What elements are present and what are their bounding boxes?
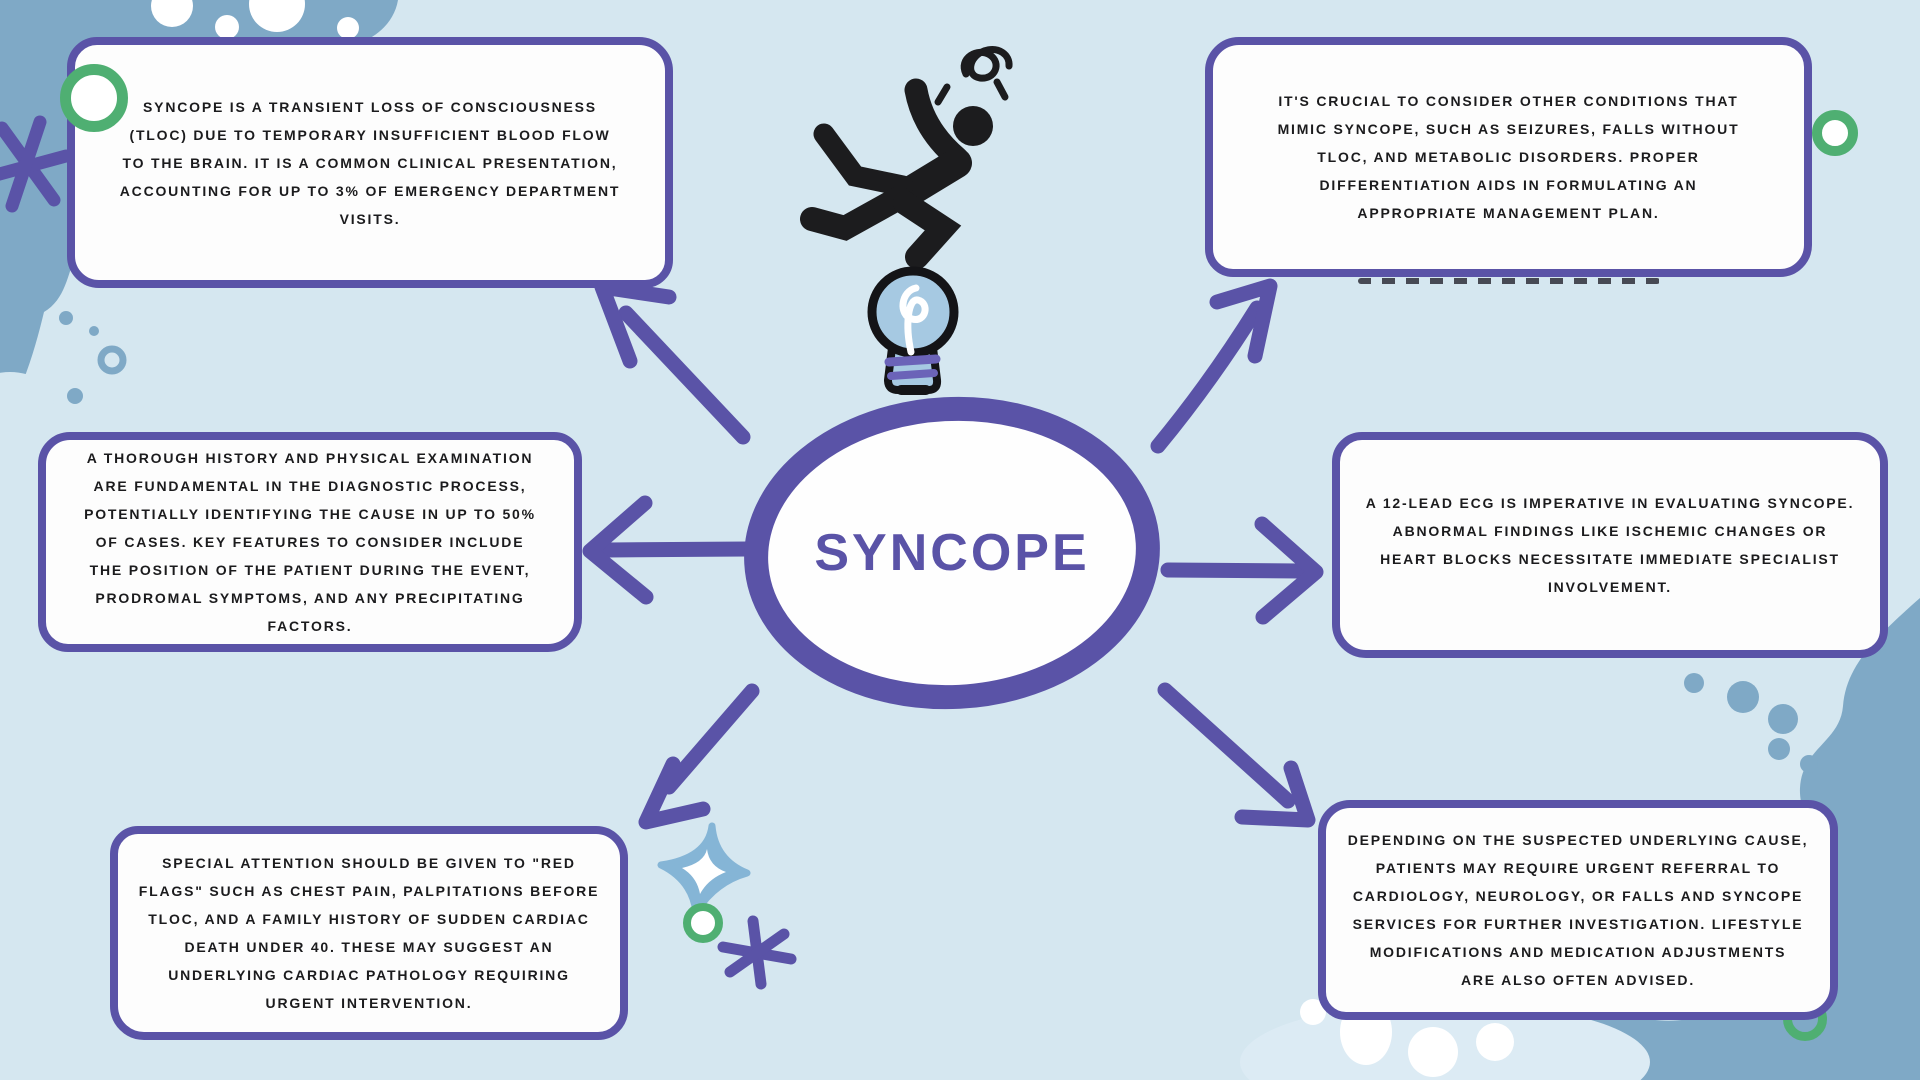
node-box-top-left: SYNCOPE IS A TRANSIENT LOSS OF CONSCIOUS… — [67, 37, 673, 288]
arrow-to-middle-right — [1160, 516, 1324, 625]
arrow-to-top-right — [1150, 278, 1278, 454]
node-text-top-right: IT'S CRUCIAL TO CONSIDER OTHER CONDITION… — [1277, 93, 1740, 221]
sparkle-icon — [657, 822, 751, 916]
node-text-top-left: SYNCOPE IS A TRANSIENT LOSS OF CONSCIOUS… — [119, 98, 621, 227]
node-box-bottom-right: DEPENDING ON THE SUSPECTED UNDERLYING CA… — [1318, 800, 1838, 1020]
connector-arrows — [582, 278, 1324, 830]
arrow-to-top-left — [594, 279, 751, 445]
asterisk-icon — [0, 115, 73, 213]
green-ring-icon — [1812, 110, 1858, 156]
center-topic-oval — [744, 396, 1160, 710]
dot-cluster-left — [59, 311, 127, 404]
green-ring-icon — [683, 903, 723, 943]
node-box-bottom-left: SPECIAL ATTENTION SHOULD BE GIVEN TO "RE… — [110, 826, 628, 1040]
arrow-to-middle-left — [582, 495, 756, 605]
dot-cluster-right — [1684, 673, 1818, 773]
green-ring-icon — [60, 64, 128, 132]
node-box-top-right: IT'S CRUCIAL TO CONSIDER OTHER CONDITION… — [1205, 37, 1812, 277]
center-topic-label: SYNCOPE — [814, 524, 1090, 582]
light-bulb-icon — [867, 266, 959, 395]
clipped-text-sliver — [1358, 278, 1660, 284]
node-text-bottom-left: SPECIAL ATTENTION SHOULD BE GIVEN TO "RE… — [138, 855, 600, 1011]
asterisk-icon — [717, 915, 797, 990]
node-text-middle-left: A THOROUGH HISTORY AND PHYSICAL EXAMINAT… — [84, 450, 536, 634]
arrow-to-bottom-right — [1157, 682, 1316, 828]
node-box-middle-left: A THOROUGH HISTORY AND PHYSICAL EXAMINAT… — [38, 432, 582, 652]
arrow-to-bottom-left — [638, 683, 760, 830]
node-text-middle-right: A 12-LEAD ECG IS IMPERATIVE IN EVALUATIN… — [1365, 495, 1855, 595]
node-text-bottom-right: DEPENDING ON THE SUSPECTED UNDERLYING CA… — [1347, 832, 1809, 988]
falling-person-icon — [800, 46, 1013, 269]
node-box-middle-right: A 12-LEAD ECG IS IMPERATIVE IN EVALUATIN… — [1332, 432, 1888, 658]
